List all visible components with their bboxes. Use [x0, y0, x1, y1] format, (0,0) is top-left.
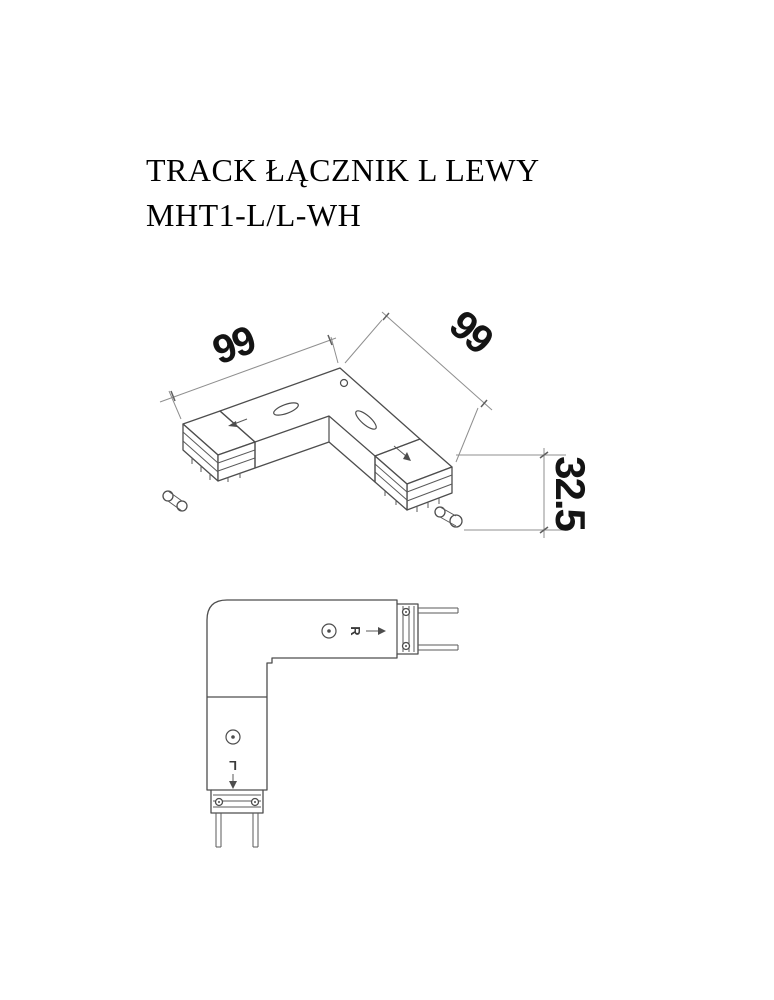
- right-slot-hole: [355, 410, 377, 430]
- dimension-height-value: 32.5: [547, 456, 594, 531]
- right-end-teeth: [384, 491, 440, 512]
- product-title-line1: TRACK ŁĄCZNIK L LEWY: [146, 152, 540, 188]
- dimension-right-value: 99: [441, 302, 501, 362]
- right-connector-end: [374, 438, 453, 512]
- dimension-left-line: [159, 337, 337, 403]
- plan-label-l: L: [229, 758, 237, 773]
- right-terminal-parts: [434, 506, 463, 528]
- right-end-ribs: [374, 463, 453, 502]
- plan-bottom-connector: [213, 794, 261, 848]
- plan-arrow-down-icon: [229, 774, 237, 789]
- plan-right-connector: [401, 606, 459, 652]
- plan-screw-corner: [225, 729, 241, 745]
- dimension-height-ticks: [539, 451, 549, 534]
- right-direction-arrow-icon: [393, 445, 411, 461]
- left-terminal-parts: [162, 490, 188, 512]
- product-title-line2: MHT1-L/L-WH: [146, 197, 362, 233]
- body-vertical-edges: [254, 416, 376, 482]
- plan-right-track-lines: [418, 607, 459, 651]
- plan-screw-arm: [321, 623, 337, 639]
- plan-body-outline: [206, 599, 419, 814]
- corner-screw: [339, 378, 349, 388]
- left-end-teeth: [191, 458, 241, 482]
- dimension-height-extensions: [456, 454, 566, 531]
- plan-internal-lines: [207, 604, 398, 791]
- isometric-drawing: 99 99 32.5: [159, 302, 594, 538]
- left-slot-hole: [273, 402, 299, 416]
- product-title: TRACK ŁĄCZNIK L LEWY MHT1-L/L-WH: [146, 148, 540, 238]
- plan-bottom-track-lines: [215, 813, 259, 848]
- dimension-right-line: [381, 311, 493, 411]
- dimension-left-ticks: [170, 334, 333, 402]
- dimension-height-group: 32.5: [456, 448, 594, 538]
- plan-drawing: R L: [206, 599, 459, 848]
- dimension-left-value: 99: [207, 318, 261, 373]
- dimension-left-extensions: [168, 336, 339, 420]
- left-direction-arrow-icon: [228, 418, 248, 427]
- plan-label-r: R: [348, 626, 363, 636]
- plan-arrow-right-icon: [366, 627, 386, 635]
- dimension-right-extensions: [344, 319, 479, 463]
- dimension-right-ticks: [382, 312, 488, 408]
- left-end-ribs: [182, 431, 256, 473]
